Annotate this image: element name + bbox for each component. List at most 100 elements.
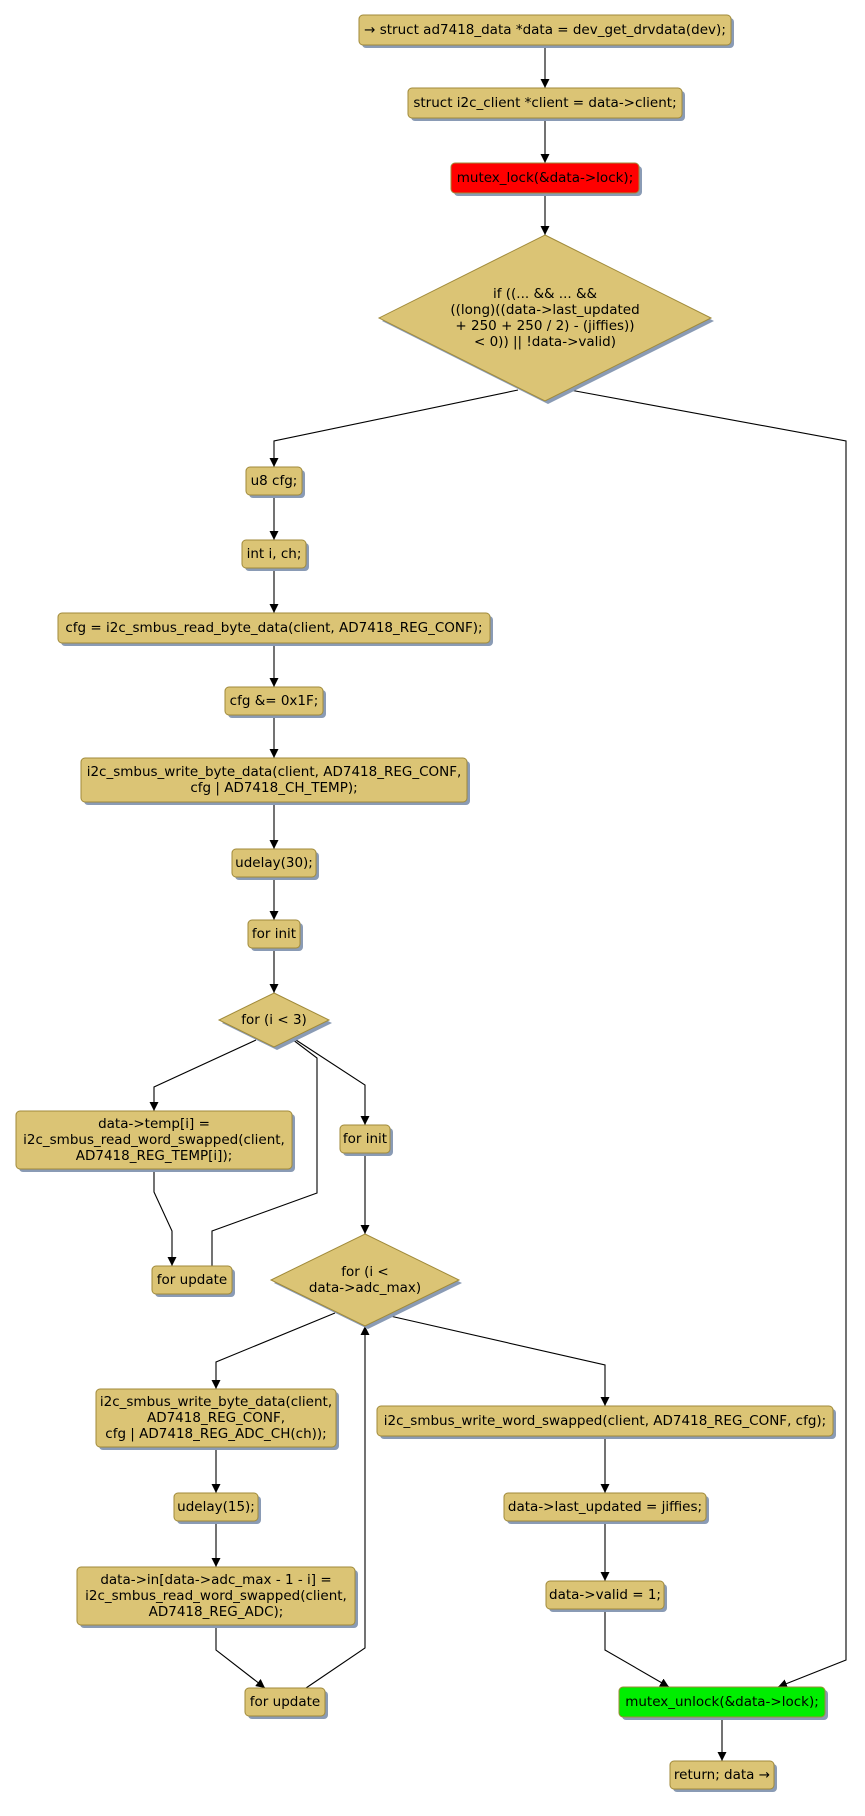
- node-last-updated-label: data->last_updated = jiffies;: [508, 1499, 702, 1515]
- node-for-update-1-shape: [151, 1265, 233, 1295]
- node-write-adc-label: AD7418_REG_CONF,: [147, 1410, 285, 1426]
- node-udelay-30-shape: [231, 848, 317, 878]
- node-write-temp: i2c_smbus_write_byte_data(client, AD7418…: [80, 757, 470, 805]
- node-start: → struct ad7418_data *data = dev_get_drv…: [358, 14, 734, 48]
- node-if-condition-label: ((long)((data->last_updated: [450, 302, 639, 318]
- node-last-updated: data->last_updated = jiffies;: [503, 1492, 709, 1524]
- node-write-temp-label: cfg | AD7418_CH_TEMP);: [190, 780, 357, 796]
- node-start-shape: [358, 14, 732, 46]
- node-temp-read-label: data->temp[i] =: [98, 1116, 210, 1132]
- flow-edge-4: [269, 389, 519, 467]
- node-return-shape: [669, 1760, 775, 1790]
- node-adc-read: data->in[data->adc_max - 1 - i] =i2c_smb…: [76, 1566, 358, 1628]
- node-for-init-1-shape: [247, 919, 301, 949]
- node-write-adc: i2c_smbus_write_byte_data(client,AD7418_…: [95, 1388, 339, 1450]
- node-write-adc-label: i2c_smbus_write_byte_data(client,: [100, 1394, 332, 1410]
- node-write-temp-label: i2c_smbus_write_byte_data(client, AD7418…: [87, 764, 462, 780]
- node-if-condition-label: < 0)) || !data->valid): [474, 334, 616, 350]
- node-adc-read-label: AD7418_REG_ADC);: [149, 1604, 284, 1620]
- node-write-conf: i2c_smbus_write_word_swapped(client, AD7…: [376, 1405, 836, 1439]
- node-start-label: → struct ad7418_data *data = dev_get_drv…: [364, 22, 726, 38]
- node-for-update-2: for update: [244, 1687, 328, 1719]
- node-read-conf-label: cfg = i2c_smbus_read_byte_data(client, A…: [65, 620, 482, 636]
- node-return: return; data →: [669, 1760, 777, 1792]
- node-cfg-mask-shape: [224, 686, 324, 716]
- node-int-decl-label: int i, ch;: [247, 546, 302, 562]
- flow-edge-26: [604, 1609, 670, 1688]
- node-adc-read-label: i2c_smbus_read_word_swapped(client,: [85, 1588, 347, 1604]
- node-mutex-lock-label: mutex_lock(&data->lock);: [457, 170, 634, 186]
- node-int-decl: int i, ch;: [241, 539, 309, 571]
- node-write-adc-shape: [95, 1388, 337, 1448]
- node-for-init-2: for init: [339, 1124, 393, 1156]
- node-for-update-2-label: for update: [250, 1694, 320, 1710]
- flow-edges: [149, 45, 847, 1761]
- node-udelay-30: udelay(30);: [231, 848, 319, 880]
- node-temp-read: data->temp[i] =i2c_smbus_read_word_swapp…: [15, 1110, 295, 1172]
- node-mutex-lock-shape: [450, 162, 640, 194]
- node-write-temp-shape: [80, 757, 468, 803]
- node-for-update-1: for update: [151, 1265, 235, 1297]
- flow-edge-15: [211, 1029, 318, 1266]
- node-return-label: return; data →: [674, 1767, 770, 1783]
- node-cfg-mask-label: cfg &= 0x1F;: [230, 693, 319, 709]
- node-adc-read-label: data->in[data->adc_max - 1 - i] =: [100, 1572, 331, 1588]
- node-udelay-15: udelay(15);: [173, 1492, 261, 1524]
- node-for-cond-2-label: for (i <: [341, 1264, 388, 1280]
- flow-nodes: → struct ad7418_data *data = dev_get_drv…: [15, 14, 836, 1792]
- node-for-update-2-shape: [244, 1687, 326, 1717]
- node-int-decl-shape: [241, 539, 307, 569]
- node-for-cond-2-label: data->adc_max): [309, 1280, 421, 1296]
- node-mutex-lock: mutex_lock(&data->lock);: [450, 162, 642, 196]
- flow-edge-23: [389, 1315, 610, 1406]
- flow-edge-13: [149, 1039, 257, 1111]
- node-valid: data->valid = 1;: [545, 1580, 667, 1612]
- node-mutex-unlock: mutex_unlock(&data->lock);: [618, 1686, 828, 1720]
- node-for-init-2-shape: [339, 1124, 391, 1154]
- node-for-init-1-label: for init: [252, 926, 296, 942]
- node-if-condition: if ((... && ... &&((long)((data->last_up…: [377, 234, 714, 404]
- flow-edge-16: [295, 1039, 370, 1125]
- node-temp-read-shape: [15, 1110, 293, 1170]
- node-for-cond-2: for (i <data->adc_max): [269, 1233, 462, 1329]
- node-for-cond-1-label: for (i < 3): [241, 1012, 307, 1028]
- node-cfg-decl: u8 cfg;: [245, 466, 305, 498]
- node-write-adc-label: cfg | AD7418_REG_ADC_CH(ch));: [105, 1426, 326, 1442]
- node-for-cond-2-shape: [269, 1233, 461, 1327]
- node-client-decl-label: struct i2c_client *client = data->client…: [413, 95, 676, 111]
- node-write-conf-label: i2c_smbus_write_word_swapped(client, AD7…: [384, 1413, 826, 1429]
- node-temp-read-label: i2c_smbus_read_word_swapped(client,: [23, 1132, 285, 1148]
- node-for-init-1: for init: [247, 919, 303, 951]
- flow-edge-21: [215, 1625, 266, 1689]
- node-read-conf: cfg = i2c_smbus_read_byte_data(client, A…: [57, 612, 493, 646]
- node-read-conf-shape: [57, 612, 491, 644]
- node-cfg-mask: cfg &= 0x1F;: [224, 686, 326, 718]
- node-mutex-unlock-label: mutex_unlock(&data->lock);: [625, 1694, 819, 1710]
- node-if-condition-shape: [377, 234, 713, 402]
- node-write-conf-shape: [376, 1405, 834, 1437]
- node-client-decl: struct i2c_client *client = data->client…: [407, 87, 685, 121]
- node-client-decl-shape: [407, 87, 683, 119]
- node-for-cond-1-shape: [217, 992, 331, 1048]
- node-if-condition-label: + 250 + 250 / 2) - (jiffies)): [455, 318, 634, 334]
- node-adc-read-shape: [76, 1566, 356, 1626]
- node-for-update-1-label: for update: [157, 1272, 227, 1288]
- node-valid-shape: [545, 1580, 665, 1610]
- node-udelay-15-label: udelay(15);: [177, 1499, 255, 1515]
- node-if-condition-label: if ((... && ... &&: [493, 286, 598, 302]
- flow-edge-22: [305, 1326, 370, 1689]
- node-mutex-unlock-shape: [618, 1686, 826, 1718]
- node-valid-label: data->valid = 1;: [549, 1587, 661, 1603]
- node-last-updated-shape: [503, 1492, 707, 1522]
- node-for-init-2-label: for init: [343, 1131, 387, 1147]
- node-temp-read-label: AD7418_REG_TEMP[i]);: [76, 1148, 233, 1164]
- flow-edge-5: [569, 389, 847, 1688]
- node-udelay-15-shape: [173, 1492, 259, 1522]
- flow-edge-14: [153, 1169, 177, 1266]
- flow-edge-18: [211, 1312, 336, 1389]
- node-udelay-30-label: udelay(30);: [235, 855, 313, 871]
- node-cfg-decl-label: u8 cfg;: [251, 473, 298, 489]
- node-cfg-decl-shape: [245, 466, 303, 496]
- node-for-cond-1: for (i < 3): [217, 992, 332, 1050]
